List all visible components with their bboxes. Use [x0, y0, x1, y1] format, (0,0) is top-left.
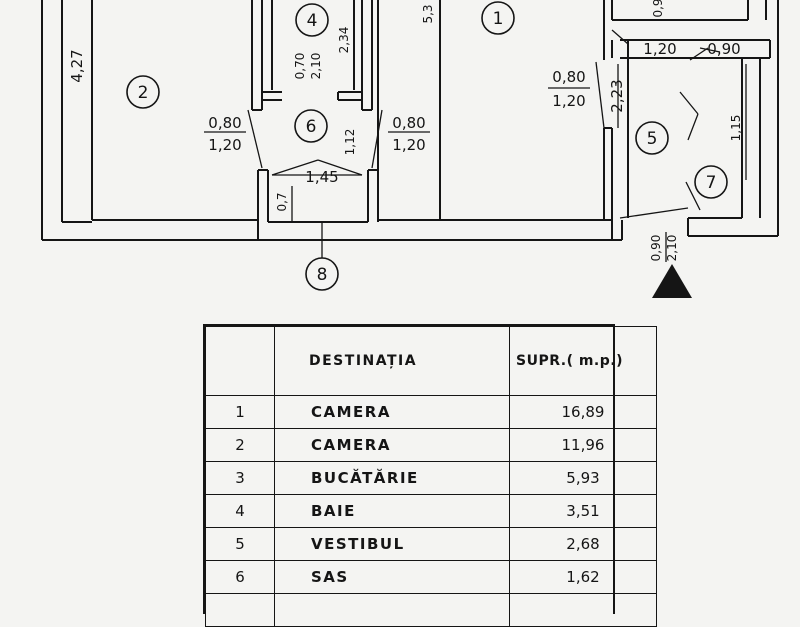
dim-sas-small: 0,7 — [275, 192, 289, 211]
row-num — [205, 593, 275, 627]
dim-entry-bottom: 2,10 — [665, 235, 679, 262]
room-8-marker: 8 — [305, 257, 339, 291]
entrance-arrow-icon — [652, 264, 692, 298]
dim-arrow-sas-b — [317, 159, 363, 176]
row-num: 6 — [205, 560, 275, 594]
door-left-leaf — [247, 109, 263, 169]
room-6-marker: 6 — [294, 109, 328, 143]
door-right-leaf — [371, 109, 383, 169]
dim-arrow-sas-a — [271, 159, 319, 176]
room-1-marker: 1 — [481, 1, 515, 35]
dim-entry-top: 0,90 — [649, 235, 663, 262]
header-num — [205, 326, 275, 396]
dim-bath-h1: 2,10 — [309, 53, 323, 80]
row-supr — [509, 593, 657, 627]
dim-bath-width: 0,70 — [293, 53, 307, 80]
row-dest: CAMERA — [274, 428, 510, 462]
table-header-row: DESTINAȚIA SUPR.( m.p.) — [205, 326, 657, 396]
room-4-marker: 4 — [295, 3, 329, 37]
table-row: 5 VESTIBUL 2,68 — [205, 527, 657, 561]
dim-door-room1-top: 0,80 — [552, 68, 585, 86]
row-dest — [274, 593, 510, 627]
room-5-marker: 5 — [635, 121, 669, 155]
row-dest: BUCĂTĂRIE — [274, 461, 510, 495]
door-kitchen-leaf — [611, 29, 629, 45]
rooms-table: DESTINAȚIA SUPR.( m.p.) 1 CAMERA 16,89 2… — [203, 324, 657, 627]
row-num: 4 — [205, 494, 275, 528]
table-row: 4 BAIE 3,51 — [205, 494, 657, 528]
header-destinatia: DESTINAȚIA — [274, 326, 510, 396]
door-room7-leaf — [685, 181, 701, 211]
rooms-table-grid: DESTINAȚIA SUPR.( m.p.) 1 CAMERA 16,89 2… — [205, 326, 657, 627]
row-dest: BAIE — [274, 494, 510, 528]
room-2-marker: 2 — [126, 75, 160, 109]
dim-door-room1-bottom: 1,20 — [552, 92, 585, 110]
table-row: 1 CAMERA 16,89 — [205, 395, 657, 429]
dim-door-left-top: 0,80 — [208, 114, 241, 132]
dim-1-20: 1,20 — [643, 40, 676, 58]
dim-height-left: 4,27 — [68, 49, 86, 82]
row-dest: SAS — [274, 560, 510, 594]
dim-door-right-bottom: 1,20 — [392, 136, 425, 154]
room-4-label: 4 — [307, 11, 318, 31]
dim-corner-top: 0,9 — [651, 0, 665, 18]
floor-plan: 1 2 4 5 6 7 8 4,27 0,70 2,10 2, — [41, 0, 779, 298]
room-7-marker: 7 — [694, 165, 728, 199]
table-row: 6 SAS 1,62 — [205, 560, 657, 594]
row-supr: 16,89 — [509, 395, 657, 429]
row-supr: 2,68 — [509, 527, 657, 561]
row-supr: 11,96 — [509, 428, 657, 462]
dim-tick-090 — [699, 47, 721, 53]
door-vest-leaf-a — [679, 91, 699, 115]
row-num: 1 — [205, 395, 275, 429]
room-7-label: 7 — [706, 173, 717, 193]
table-row — [205, 593, 657, 627]
dim-1-15: 1,15 — [729, 115, 743, 142]
row-num: 3 — [205, 461, 275, 495]
room-1-label: 1 — [493, 9, 504, 29]
dim-vestibul-height: 2,23 — [608, 79, 626, 112]
dimension-lines — [204, 47, 747, 262]
table-row: 2 CAMERA 11,96 — [205, 428, 657, 462]
door-swings — [247, 29, 701, 219]
row-supr: 3,51 — [509, 494, 657, 528]
room-5-label: 5 — [647, 129, 658, 149]
dim-sas-height: 1,12 — [343, 129, 357, 156]
dim-bath-h2: 2,34 — [337, 27, 351, 54]
row-num: 2 — [205, 428, 275, 462]
floor-plan-drawing: 1 2 4 5 6 7 8 4,27 0,70 2,10 2, — [41, 0, 779, 298]
dimension-labels: 4,27 0,70 2,10 2,34 5,3 0,80 1,20 0,80 1… — [68, 0, 743, 261]
room-6-label: 6 — [306, 117, 317, 137]
row-dest: VESTIBUL — [274, 527, 510, 561]
door-vest-leaf-b — [687, 113, 699, 141]
table-row: 3 BUCĂTĂRIE 5,93 — [205, 461, 657, 495]
dim-0-90: 0,90 — [707, 40, 740, 58]
header-suprafata: SUPR.( m.p.) — [509, 326, 657, 396]
room-8-label: 8 — [317, 265, 328, 285]
row-supr: 1,62 — [509, 560, 657, 594]
dim-door-left-bottom: 1,20 — [208, 136, 241, 154]
dim-tick-090-b — [689, 47, 709, 61]
room-markers: 1 2 4 5 6 7 8 — [126, 1, 728, 291]
door-room1-leaf — [595, 61, 605, 129]
dim-sas-width: 1,45 — [305, 168, 338, 186]
walls — [41, 0, 779, 241]
room-2-label: 2 — [138, 83, 149, 103]
door-entry-leaf — [619, 207, 689, 219]
row-num: 5 — [205, 527, 275, 561]
dim-room1-height: 5,3 — [421, 4, 435, 23]
row-dest: CAMERA — [274, 395, 510, 429]
dim-door-right-top: 0,80 — [392, 114, 425, 132]
row-supr: 5,93 — [509, 461, 657, 495]
